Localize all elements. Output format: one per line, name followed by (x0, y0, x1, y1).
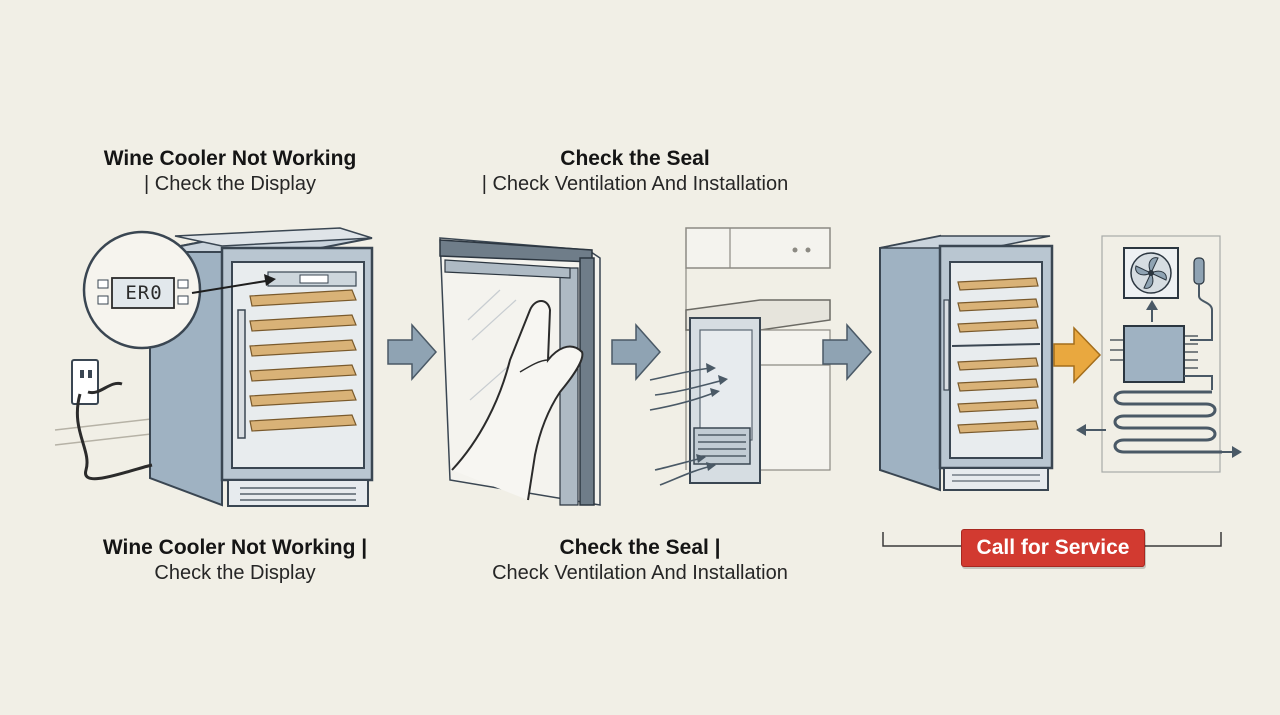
wine-cooler-1 (54, 227, 374, 507)
power-outlet-icon (71, 359, 153, 481)
door-seal (439, 237, 601, 506)
display-readout: ER0 (125, 282, 163, 304)
caption-subtitle: Check the Display (154, 562, 316, 585)
built-in-installation (649, 227, 831, 486)
caption-title: Check the Seal | (559, 536, 721, 559)
flow-arrow-3 (822, 323, 873, 381)
fan-icon (1123, 247, 1179, 299)
cooling-system-schematic (1076, 235, 1242, 473)
caption-subtitle: Check Ventilation And Installation (492, 562, 788, 585)
flow-arrow-1 (387, 323, 438, 381)
service-bracket (882, 532, 1222, 547)
caption-title: Check the Seal (560, 147, 710, 170)
caption-subtitle: | Check Ventilation And Installation (481, 173, 789, 196)
flow-arrow-2 (611, 323, 662, 381)
caption-title: Wine Cooler Not Working (103, 147, 357, 170)
call-for-service-button[interactable]: Call for Service (961, 529, 1145, 567)
caption-subtitle: | Check the Display (144, 173, 316, 196)
service-arrow (1053, 326, 1102, 384)
caption-bottom-step-1: Wine Cooler Not Working | Check the Disp… (70, 535, 400, 586)
wine-cooler-2 (879, 234, 1054, 492)
caption-top-step-2: Check the Seal | Check Ventilation And I… (430, 146, 840, 197)
caption-top-step-1: Wine Cooler Not Working | Check the Disp… (70, 146, 390, 197)
condenser-coil-icon (1113, 390, 1222, 454)
caption-title: Wine Cooler Not Working | (102, 536, 368, 559)
caption-bottom-step-2: Check the Seal | Check Ventilation And I… (440, 535, 840, 586)
display-panel-icon (97, 277, 189, 309)
compressor-icon (1110, 325, 1198, 383)
